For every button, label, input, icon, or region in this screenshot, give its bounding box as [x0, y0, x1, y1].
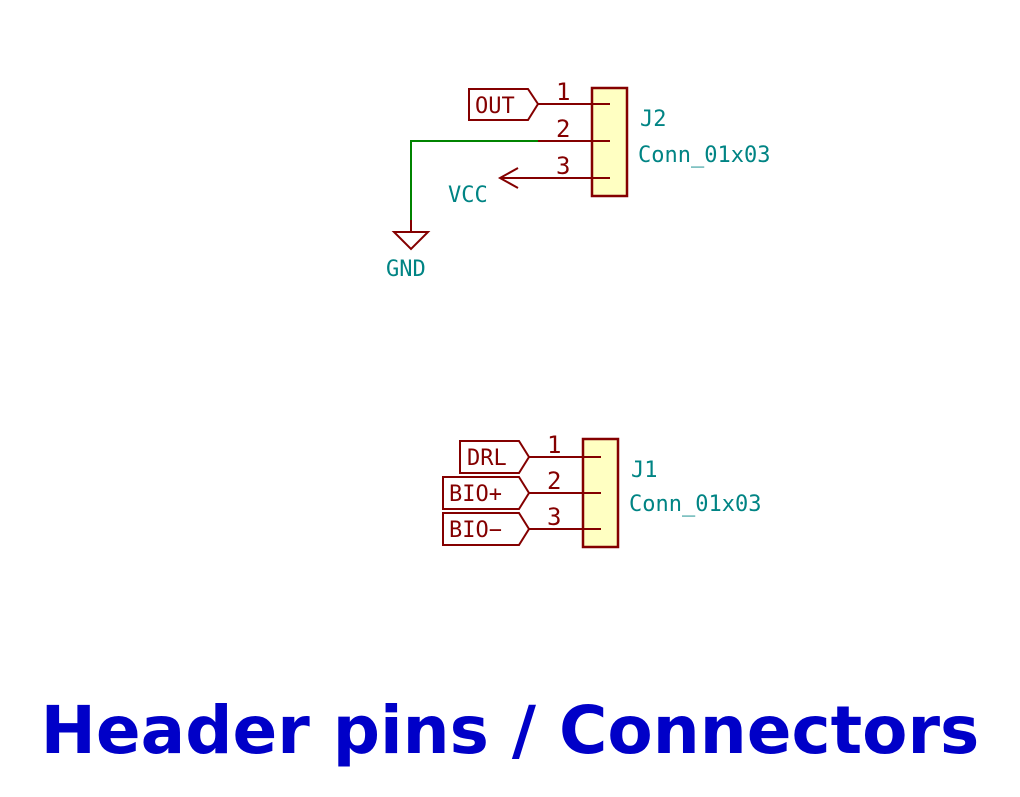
vcc-arrow-icon [497, 167, 519, 189]
global-label-bio-minus[interactable]: BIO− [442, 512, 531, 546]
power-vcc[interactable]: VCC [448, 167, 519, 208]
power-gnd[interactable]: GND [386, 220, 431, 282]
connector-j1-pin-1-number: 1 [547, 431, 561, 459]
ground-icon [391, 231, 431, 251]
power-vcc-label: VCC [448, 183, 488, 208]
connector-j1-pin-3-number: 3 [547, 503, 561, 531]
sheet-title: Header pins / Connectors [41, 692, 980, 769]
connector-j2-reference: J2 [640, 107, 667, 132]
global-label-out-text: OUT [475, 94, 515, 119]
global-label-bio-plus-shape [442, 476, 531, 510]
global-label-drl[interactable]: DRL [459, 440, 531, 474]
connector-j1-reference: J1 [631, 458, 658, 483]
connector-j2[interactable]: 1 2 3 J2 Conn_01x03 [500, 78, 770, 198]
global-label-bio-minus-text: BIO− [449, 518, 502, 543]
connector-j1[interactable]: 1 2 3 J1 Conn_01x03 [529, 431, 761, 549]
connector-j1-value: Conn_01x03 [629, 492, 761, 517]
global-label-out-shape [468, 88, 540, 121]
global-label-out[interactable]: OUT [468, 88, 540, 121]
wire-gnd[interactable] [410, 140, 538, 232]
power-gnd-label: GND [386, 257, 426, 282]
global-label-bio-plus[interactable]: BIO+ [442, 476, 531, 510]
connector-j1-pin-2-number: 2 [547, 467, 561, 495]
global-label-drl-shape [459, 440, 531, 474]
connector-j2-value: Conn_01x03 [638, 143, 770, 168]
connector-j2-pin-2-number: 2 [556, 115, 570, 143]
global-label-bio-minus-shape [442, 512, 531, 546]
global-label-drl-text: DRL [467, 446, 507, 471]
connector-j2-pin-3-number: 3 [556, 152, 570, 180]
global-label-bio-plus-text: BIO+ [449, 482, 502, 507]
connector-j2-pin-1-number: 1 [556, 78, 570, 106]
